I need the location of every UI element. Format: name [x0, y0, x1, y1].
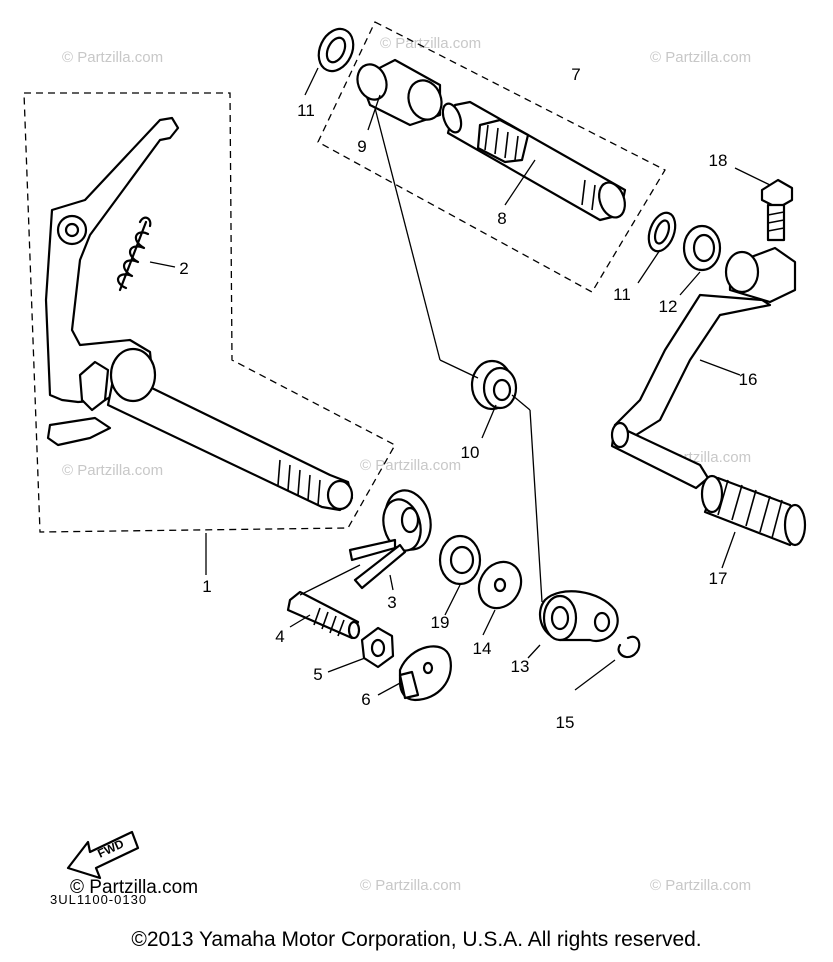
- diagram-code: 3UL1100-0130: [50, 892, 147, 907]
- washer-11-top: [317, 27, 355, 73]
- watermark: © Partzilla.com: [360, 877, 461, 894]
- washer-14: [477, 560, 523, 610]
- watermark: © Partzilla.com: [650, 877, 751, 894]
- watermark: © Partzilla.com: [62, 49, 163, 66]
- callouts: 1 2 3 4 5 6 7 8 9 10 11 11 12 13 14 15 1…: [179, 65, 757, 732]
- kick-shaft-8: [441, 100, 627, 222]
- kick-lever-16: [610, 246, 797, 490]
- watermarks: © Partzilla.com © Partzilla.com © Partzi…: [62, 35, 751, 898]
- callout-18: 18: [709, 151, 728, 170]
- shift-cam-assembly-box: [317, 21, 666, 293]
- callout-11-mid: 11: [613, 285, 631, 304]
- callout-13: 13: [511, 657, 530, 676]
- leader-lines: [149, 67, 771, 696]
- callout-6: 6: [361, 690, 370, 709]
- watermark: © Partzilla.com: [650, 49, 751, 66]
- callout-11-top: 11: [297, 101, 315, 120]
- nut-5: [360, 626, 395, 669]
- fwd-arrow-icon: FWD: [66, 830, 140, 880]
- callout-5: 5: [313, 665, 322, 684]
- callout-8: 8: [497, 209, 506, 228]
- spring-guide-13: [538, 590, 619, 643]
- collar-9: [356, 58, 443, 127]
- watermark: © Partzilla.com: [380, 35, 481, 52]
- callout-15: 15: [556, 713, 575, 732]
- torsion-spring-3: [348, 489, 432, 590]
- callout-19: 19: [431, 613, 450, 632]
- shift-shaft: [44, 116, 354, 512]
- oil-seal-12: [682, 224, 722, 272]
- callout-2: 2: [179, 259, 188, 278]
- callout-17: 17: [709, 569, 728, 588]
- stud-bolt-4: [286, 590, 361, 640]
- shift-shaft-assembly-box: [23, 92, 396, 533]
- oil-seal-19: [438, 534, 482, 586]
- callout-3: 3: [387, 593, 396, 612]
- bushing-10: [470, 359, 518, 411]
- callout-7: 7: [571, 65, 580, 84]
- bolt-18: [760, 178, 794, 242]
- stopper-plate-6: [398, 645, 452, 702]
- copyright-notice: ©2013 Yamaha Motor Corporation, U.S.A. A…: [131, 928, 702, 951]
- watermark: © Partzilla.com: [62, 462, 163, 479]
- callout-14: 14: [473, 639, 492, 658]
- callout-4: 4: [275, 627, 284, 646]
- callout-1: 1: [202, 577, 211, 596]
- circlip-15: [617, 635, 641, 659]
- return-spring: [116, 216, 152, 292]
- watermark-strong: © Partzilla.com: [70, 877, 198, 898]
- washer-11-mid: [647, 211, 677, 253]
- callout-16: 16: [739, 370, 758, 389]
- callout-9: 9: [357, 137, 366, 156]
- callout-12: 12: [659, 297, 678, 316]
- callout-10: 10: [461, 443, 480, 462]
- watermark: © Partzilla.com: [360, 457, 461, 474]
- kick-rubber-17: [700, 474, 807, 547]
